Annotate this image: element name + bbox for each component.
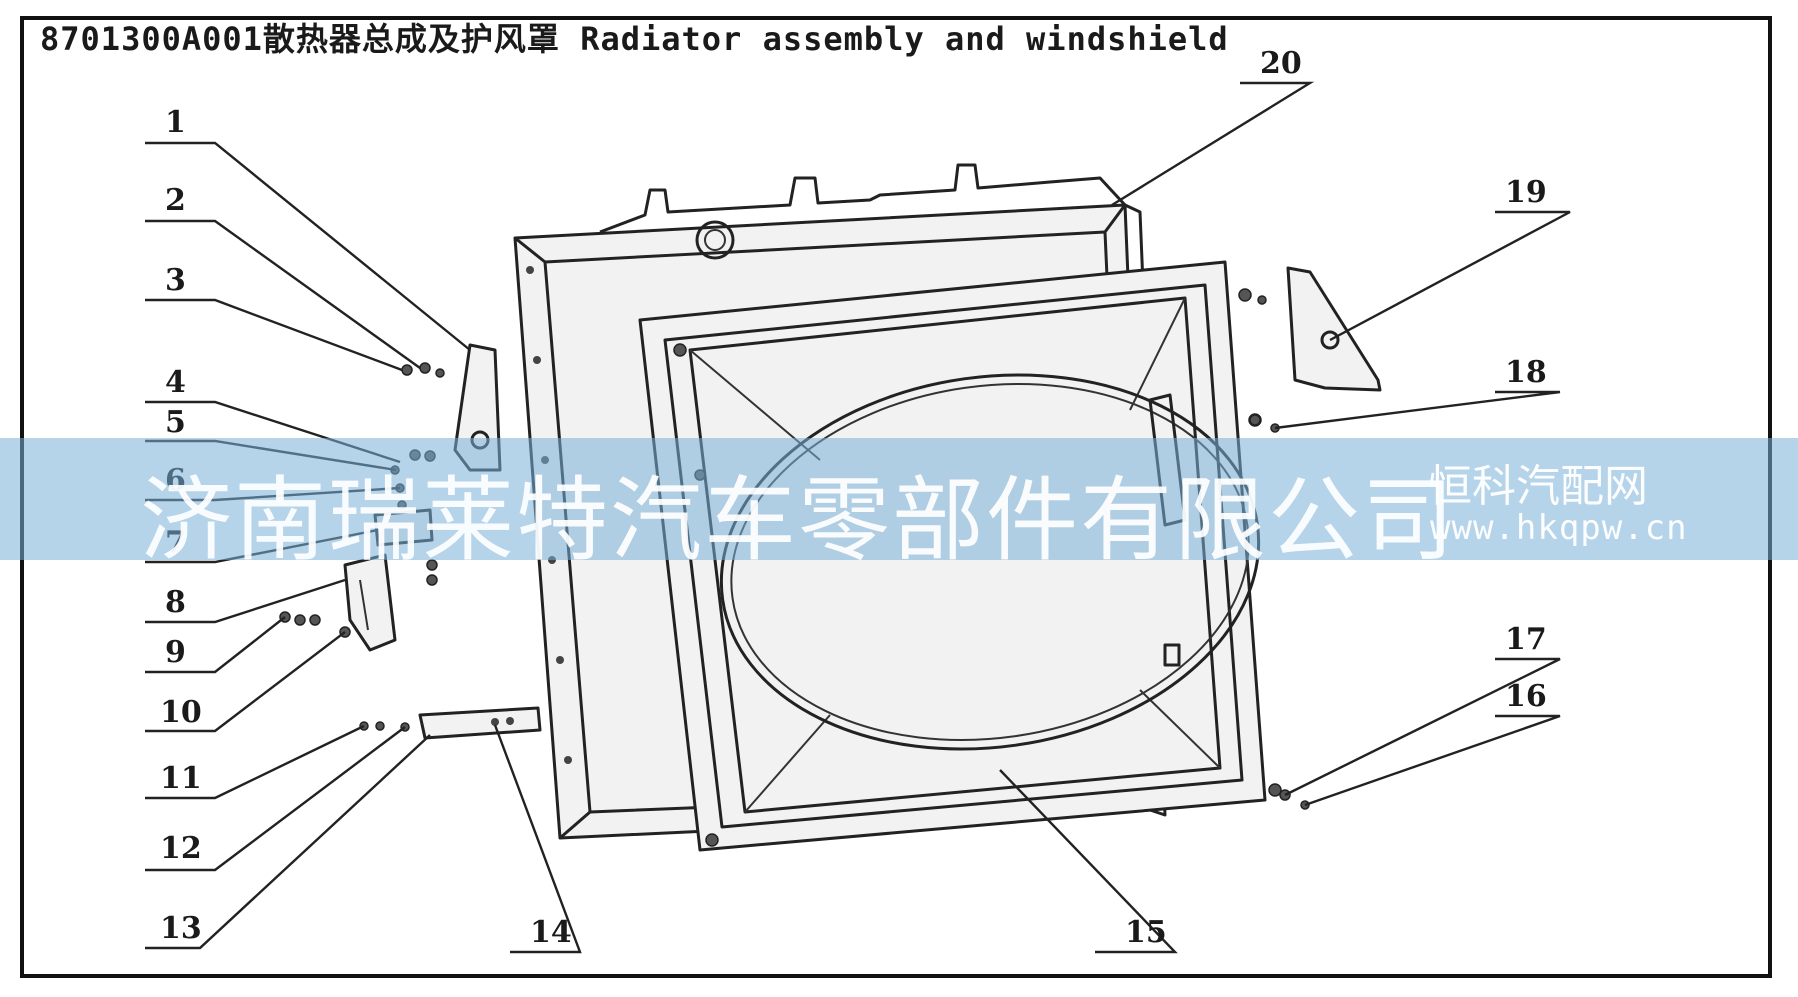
callout-20: 20: [1260, 46, 1302, 81]
callout-12: 12: [160, 831, 202, 866]
watermark-site-url: www.hkqpw.cn: [1430, 508, 1688, 548]
callout-8: 8: [165, 585, 186, 620]
callout-5: 5: [165, 405, 186, 440]
watermark-company-name: 济南瑞莱特汽车零部件有限公司: [140, 467, 1457, 574]
callout-17: 17: [1505, 622, 1547, 657]
callout-13: 13: [160, 911, 202, 946]
bottom-mount-plate: [418, 706, 542, 740]
callout-3: 3: [165, 263, 186, 298]
callout-1: 1: [165, 105, 186, 140]
callout-9: 9: [165, 635, 186, 670]
callout-10: 10: [160, 695, 202, 730]
callout-19: 19: [1505, 175, 1547, 210]
callout-16: 16: [1505, 679, 1547, 714]
diagram-title: 8701300A001散热器总成及护风罩 Radiator assembly a…: [40, 20, 1229, 58]
callout-15: 15: [1125, 915, 1167, 950]
callout-11: 11: [160, 761, 202, 796]
right-upper-bracket: [1286, 266, 1382, 392]
callout-14: 14: [530, 915, 572, 950]
callout-2: 2: [165, 183, 186, 218]
watermark-band: [0, 438, 1798, 560]
callout-4: 4: [165, 365, 186, 400]
callout-18: 18: [1505, 355, 1547, 390]
watermark-site-name: 恒科汽配网: [1428, 461, 1648, 512]
